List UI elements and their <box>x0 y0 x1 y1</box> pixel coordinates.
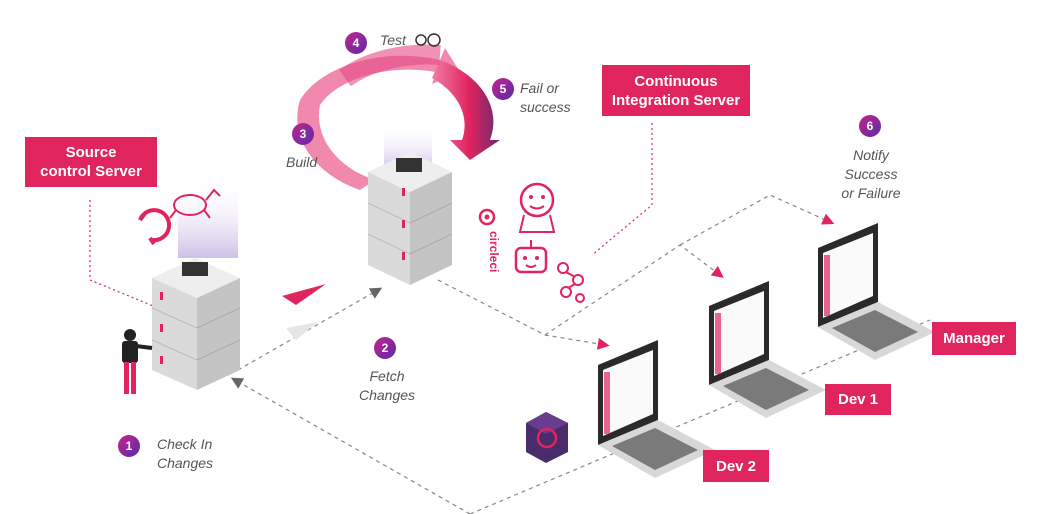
circleci-wordmark: circleci <box>487 231 501 272</box>
step-2-badge: 2 <box>374 337 396 359</box>
source-control-label: Source control Server <box>25 137 157 187</box>
source-pointer-line <box>89 200 159 309</box>
manager-label: Manager <box>932 322 1016 355</box>
step-1-text: Check In Changes <box>157 436 214 471</box>
dev1-label: Dev 1 <box>825 384 891 415</box>
step-2-text: Fetch Changes <box>358 368 416 403</box>
paper-plane-icon <box>282 284 326 340</box>
step-5-badge: 5 <box>492 78 514 100</box>
git-logos <box>138 188 221 246</box>
developer-person-icon <box>122 329 153 394</box>
build-test-cycle <box>297 44 500 190</box>
step-5-text: Fail or success <box>520 80 571 115</box>
step-3-text: Build <box>286 154 318 170</box>
laptop-manager <box>818 223 935 360</box>
notify-line-manager <box>679 194 835 246</box>
step-4-text: Test <box>380 32 406 48</box>
ci-server-label: Continuous Integration Server <box>602 65 750 116</box>
jenkins-icon <box>518 182 556 233</box>
circleci-icon: circleci <box>478 208 501 272</box>
source-control-server <box>151 178 241 390</box>
mercurial-turtle-icon <box>169 188 221 219</box>
laptop-dev2 <box>598 340 715 478</box>
laptop-dev1 <box>709 281 826 418</box>
notify-line-dev2 <box>437 279 610 350</box>
step-4-badge: 4 <box>345 32 367 54</box>
step-6-text: Notify Success or Failure <box>841 147 901 201</box>
return-line <box>469 319 931 514</box>
ci-server <box>367 125 453 285</box>
sourcetree-app-icon <box>526 412 568 463</box>
connector-lines <box>89 123 931 514</box>
ci-pointer-line <box>591 123 653 256</box>
test-circles-icon <box>415 33 441 47</box>
step-1-badge: 1 <box>118 435 140 457</box>
checkin-arrow <box>230 377 471 514</box>
step-3-badge: 3 <box>292 123 314 145</box>
ci-tool-logos: circleci <box>478 182 585 303</box>
bitbucket-bot-icon <box>514 240 548 274</box>
step-6-badge: 6 <box>859 115 881 137</box>
gitlab-ci-icon <box>557 262 585 303</box>
dev2-label: Dev 2 <box>703 450 769 482</box>
github-icon <box>138 208 172 246</box>
